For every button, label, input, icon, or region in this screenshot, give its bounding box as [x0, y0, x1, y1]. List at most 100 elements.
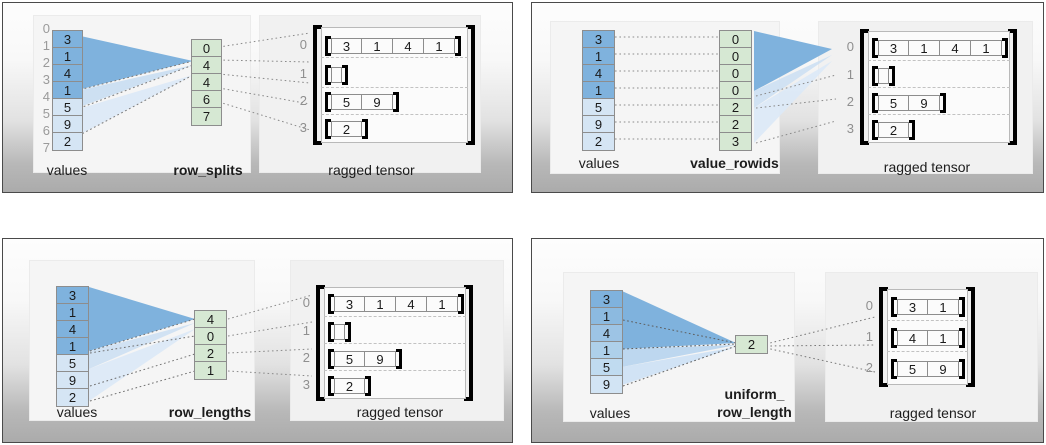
row-bracket-right: [393, 92, 399, 112]
table-row: 5 9: [325, 92, 399, 112]
table-row: [325, 65, 348, 85]
row-separator: [868, 87, 1010, 88]
value-cell: 4: [591, 325, 622, 342]
tensor-cell: [331, 67, 342, 83]
row-bracket-right: [959, 359, 965, 379]
row-bracket-right: [959, 328, 965, 348]
row-bracket-left: [325, 92, 331, 112]
row-bracket-left: [872, 66, 878, 86]
uniform-row-length-column: 2: [735, 335, 768, 354]
values-column: 3 1 4 1 5 9 2: [52, 30, 83, 151]
values-caption: values: [56, 404, 98, 420]
table-row: [328, 322, 351, 342]
tensor-row-label: 1: [299, 66, 307, 81]
value-cell: 5: [591, 359, 622, 376]
tensor-cell: [878, 68, 889, 84]
row-bracket-right: [889, 66, 895, 86]
value-cell: 9: [57, 372, 88, 389]
partition-cell: 0: [192, 40, 221, 57]
values-column: 3 1 4 1 5 9 2: [582, 30, 615, 151]
row-separator: [887, 320, 968, 321]
row-bracket-right: [345, 322, 351, 342]
tensor-cell: 1: [971, 40, 1002, 56]
partition-cell: 0: [720, 65, 751, 82]
value-cell: 1: [583, 82, 614, 99]
outer-bracket-left: [316, 285, 325, 401]
outer-bracket-left: [313, 25, 322, 145]
tensor-cell: 2: [334, 378, 365, 394]
tensor-caption: ragged tensor: [889, 405, 977, 421]
partition-cell: 6: [192, 91, 221, 108]
table-row: 2: [328, 376, 371, 396]
value-cell: 3: [583, 31, 614, 48]
value-cell: 9: [53, 116, 82, 133]
row-separator: [324, 316, 466, 317]
tensor-row-label: 1: [846, 67, 854, 82]
tensor-cell: [334, 324, 345, 340]
value-index: 2: [42, 55, 50, 70]
table-row: 2: [325, 119, 368, 139]
value-cell: 1: [57, 304, 88, 321]
table-row: 5 9: [891, 359, 965, 379]
tensor-caption: ragged tensor: [356, 404, 444, 420]
row-separator: [321, 114, 468, 115]
tensor-row-label: 2: [302, 350, 310, 365]
value-cell: 4: [57, 321, 88, 338]
row-bracket-left: [891, 297, 897, 317]
row-separator: [324, 370, 466, 371]
value-cell: 3: [53, 31, 82, 48]
outer-bracket-left: [879, 287, 888, 387]
partition-cell: 3: [720, 133, 751, 150]
table-row: 3 1 4 1: [325, 36, 461, 56]
partition-cell: 2: [736, 336, 767, 353]
value-cell: 4: [53, 65, 82, 82]
panel-value-rowids: 3 1 4 1 5 9 2 0 0 0 0 2 2 3 values value…: [531, 2, 1044, 193]
outer-bracket-left: [860, 29, 869, 145]
tensor-cell: 1: [362, 38, 393, 54]
tensor-row-label: 1: [865, 329, 873, 344]
tensor-row-label: 3: [302, 377, 310, 392]
row-bracket-left: [891, 328, 897, 348]
row-bracket-right: [342, 65, 348, 85]
partition-cell: 0: [720, 48, 751, 65]
row-bracket-right: [1002, 38, 1008, 58]
tensor-cell: 9: [909, 95, 940, 111]
row-separator: [321, 57, 468, 58]
value-cell: 1: [591, 342, 622, 359]
tensor-cell: 4: [940, 40, 971, 56]
row-bracket-left: [325, 36, 331, 56]
tensor-cell: 5: [878, 95, 909, 111]
tensor-row-label: 2: [846, 94, 854, 109]
tensor-row-label: 0: [865, 298, 873, 313]
value-cell: 3: [591, 291, 622, 308]
row-bracket-left: [328, 349, 334, 369]
tensor-cell: 1: [365, 296, 396, 312]
partition-cell: 2: [720, 116, 751, 133]
row-bracket-left: [325, 119, 331, 139]
row-bracket-left: [328, 322, 334, 342]
tensor-row-label: 0: [302, 295, 310, 310]
table-row: 4 1: [891, 328, 965, 348]
tensor-row-label: 2: [299, 93, 307, 108]
tensor-cell: 9: [365, 351, 396, 367]
tensor-row-label: 0: [299, 37, 307, 52]
tensor-cell: 1: [427, 296, 458, 312]
row-bracket-right: [940, 93, 946, 113]
row-bracket-left: [872, 120, 878, 140]
value-cell: 2: [57, 389, 88, 406]
table-row: 5 9: [328, 349, 402, 369]
tensor-cell: 3: [878, 40, 909, 56]
table-row: 3 1 4 1: [328, 294, 464, 314]
value-index: 6: [42, 123, 50, 138]
row-bracket-right: [396, 349, 402, 369]
partition-cell: 2: [195, 345, 226, 362]
panel-uniform-row-length: 3 1 4 1 5 9 2 values uniform_ row_length…: [531, 238, 1044, 443]
row-bracket-right: [458, 294, 464, 314]
tensor-row-label: 3: [846, 121, 854, 136]
tensor-row-label: 1: [302, 323, 310, 338]
partition-cell: 7: [192, 108, 221, 125]
row-bracket-left: [328, 294, 334, 314]
value-cell: 2: [583, 133, 614, 150]
tensor-cell: 4: [396, 296, 427, 312]
tensor-cell: 9: [928, 361, 959, 377]
